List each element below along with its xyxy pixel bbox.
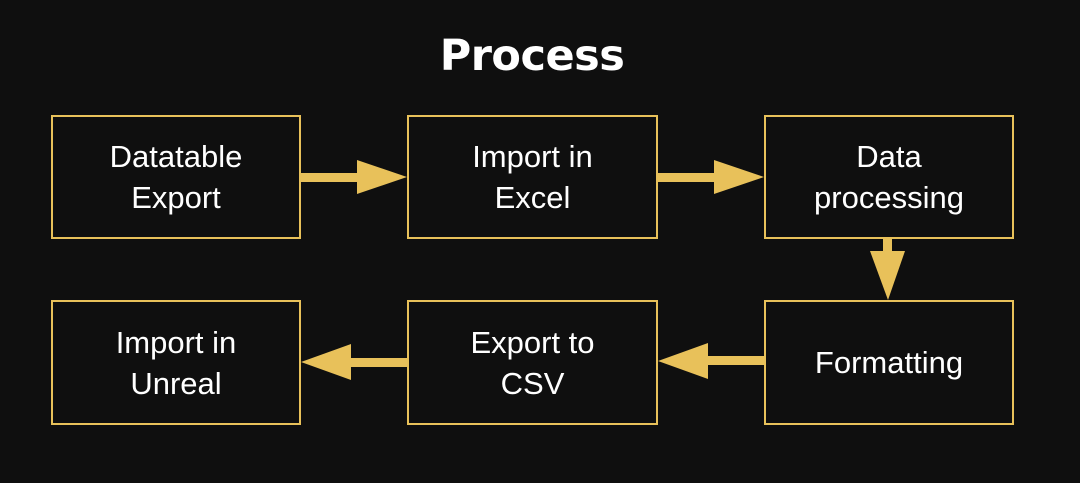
step-label-line1: Data [856, 139, 922, 174]
step-label-line2: processing [814, 180, 964, 215]
step-label-line2: Export [131, 180, 221, 215]
step-label-line1: Export to [470, 324, 595, 360]
arrow-right-icon [658, 160, 764, 194]
arrow-left-icon [301, 344, 407, 380]
arrow-left-icon [658, 343, 764, 379]
arrow-right-icon [301, 160, 407, 194]
arrow-down-icon [870, 239, 905, 300]
step-label-line2: Unreal [130, 365, 222, 401]
diagram-title: Process [439, 31, 625, 81]
step-import-in-unreal: Import in Unreal [51, 300, 301, 425]
step-label-line1: Import in [472, 139, 593, 174]
step-label-line2: Excel [494, 180, 571, 215]
step-label-line1: Import in [115, 324, 237, 360]
step-label-line1: Datatable [109, 139, 243, 174]
step-data-processing: Data processing [764, 115, 1014, 239]
step-label-line1: Formatting [814, 345, 964, 380]
step-label-line2: CSV [500, 365, 565, 401]
step-export-to-csv: Export to CSV [407, 300, 658, 425]
step-datatable-export: Datatable Export [51, 115, 301, 239]
step-formatting: Formatting [764, 300, 1014, 425]
step-import-in-excel: Import in Excel [407, 115, 658, 239]
